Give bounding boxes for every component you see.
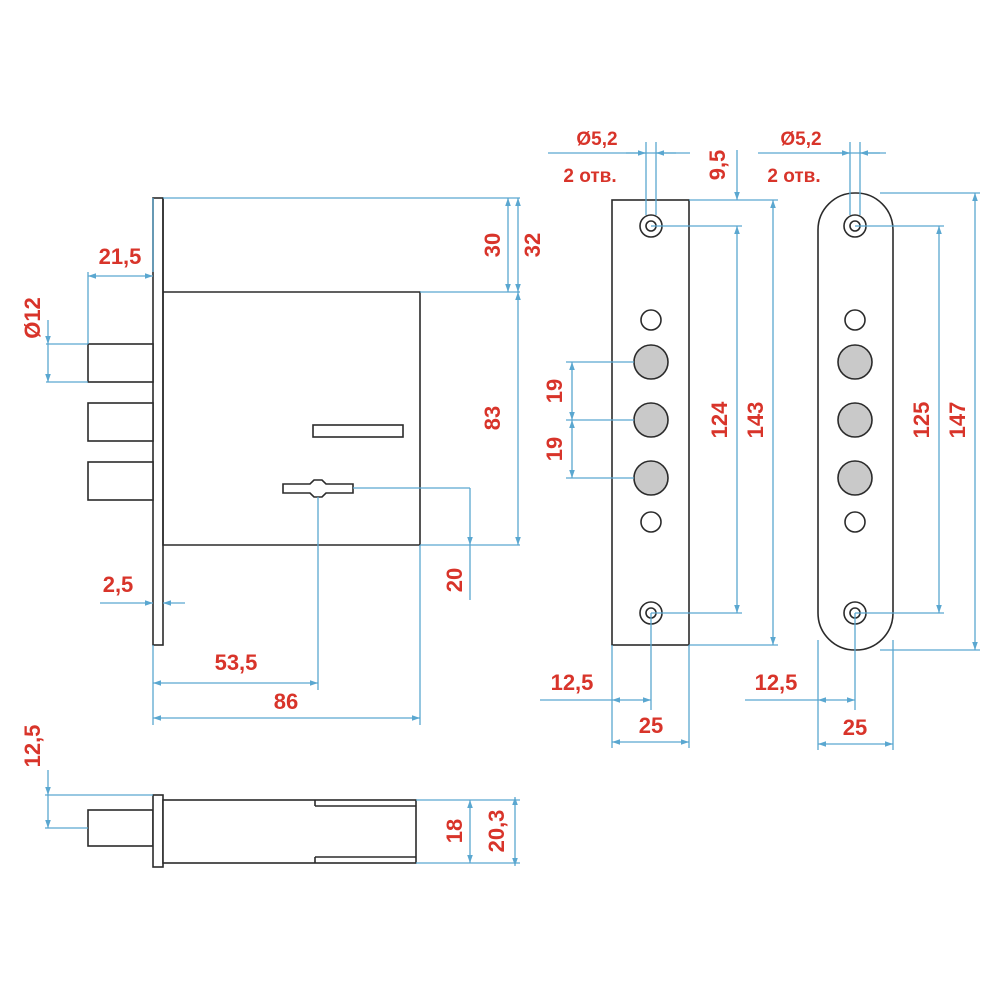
bolt-projection-label: 21,5 (99, 244, 142, 269)
side-bolt (87, 809, 154, 847)
case-height-label: 83 (480, 406, 505, 430)
square-small-hole-bottom (640, 511, 662, 533)
lock-latch-slot (312, 424, 404, 438)
rounded-bolt-hole-2 (837, 402, 873, 438)
square-small-hole-top (640, 309, 662, 331)
rounded-small-hole-top (844, 309, 866, 331)
top-to-case-label: 30 (480, 233, 505, 257)
square-plate-width-label: 25 (639, 713, 663, 738)
lock-faceplate (152, 197, 164, 646)
case-depth-label: 86 (274, 689, 298, 714)
square-top-margin-label: 9,5 (705, 150, 730, 181)
lock-side-view: 12,5 18 20,3 (20, 725, 520, 868)
square-hole-diameter-label: Ø5,2 (576, 129, 617, 150)
backset-label: 53,5 (215, 650, 258, 675)
keyhole-icon (282, 479, 354, 498)
side-faceplate-thickness-label: 20,3 (484, 810, 509, 853)
square-bolt-hole-2 (633, 402, 669, 438)
strike-plate-rounded: Ø5,2 2 отв. 125 147 12,5 25 (745, 129, 980, 750)
square-bolt-hole-3 (633, 460, 669, 496)
lock-front-view: Ø12 21,5 2,5 30 32 83 20 53,5 86 (20, 197, 545, 725)
rounded-plate-height-label: 147 (945, 402, 970, 439)
square-bolt-hole-1 (633, 344, 669, 380)
side-faceplate (152, 794, 164, 868)
rounded-bolt-hole-3 (837, 460, 873, 496)
rounded-small-hole-bottom (844, 511, 866, 533)
rounded-plate-width-label: 25 (843, 715, 867, 740)
rounded-hole-offset-label: 12,5 (755, 670, 798, 695)
rounded-hole-diameter-label: Ø5,2 (780, 129, 821, 150)
side-case (162, 799, 417, 864)
side-bolt-offset-label: 12,5 (20, 725, 45, 768)
lock-bolt-2 (87, 402, 154, 442)
square-plate-height-label: 143 (743, 402, 768, 439)
square-hole-spacing-label: 124 (707, 401, 732, 438)
faceplate-thickness-label: 2,5 (103, 572, 134, 597)
lock-bolt-3 (87, 461, 154, 501)
lock-bolt-1 (87, 343, 154, 383)
bolt-diameter-label: Ø12 (20, 297, 45, 339)
square-hole-offset-label: 12,5 (551, 670, 594, 695)
square-hole-count-label: 2 отв. (563, 166, 616, 187)
strike-plate-square: Ø5,2 2 отв. 9,5 19 19 124 143 12,5 25 (540, 129, 778, 748)
square-bolt-pitch-2-label: 19 (542, 437, 567, 461)
rounded-hole-spacing-label: 125 (909, 402, 934, 439)
square-bolt-pitch-1-label: 19 (542, 379, 567, 403)
rounded-hole-count-label: 2 отв. (767, 166, 820, 187)
top-to-case-outer-label: 32 (520, 233, 545, 257)
side-case-thickness-label: 18 (442, 819, 467, 843)
keyhole-offset-label: 20 (442, 568, 467, 592)
rounded-bolt-hole-1 (837, 344, 873, 380)
